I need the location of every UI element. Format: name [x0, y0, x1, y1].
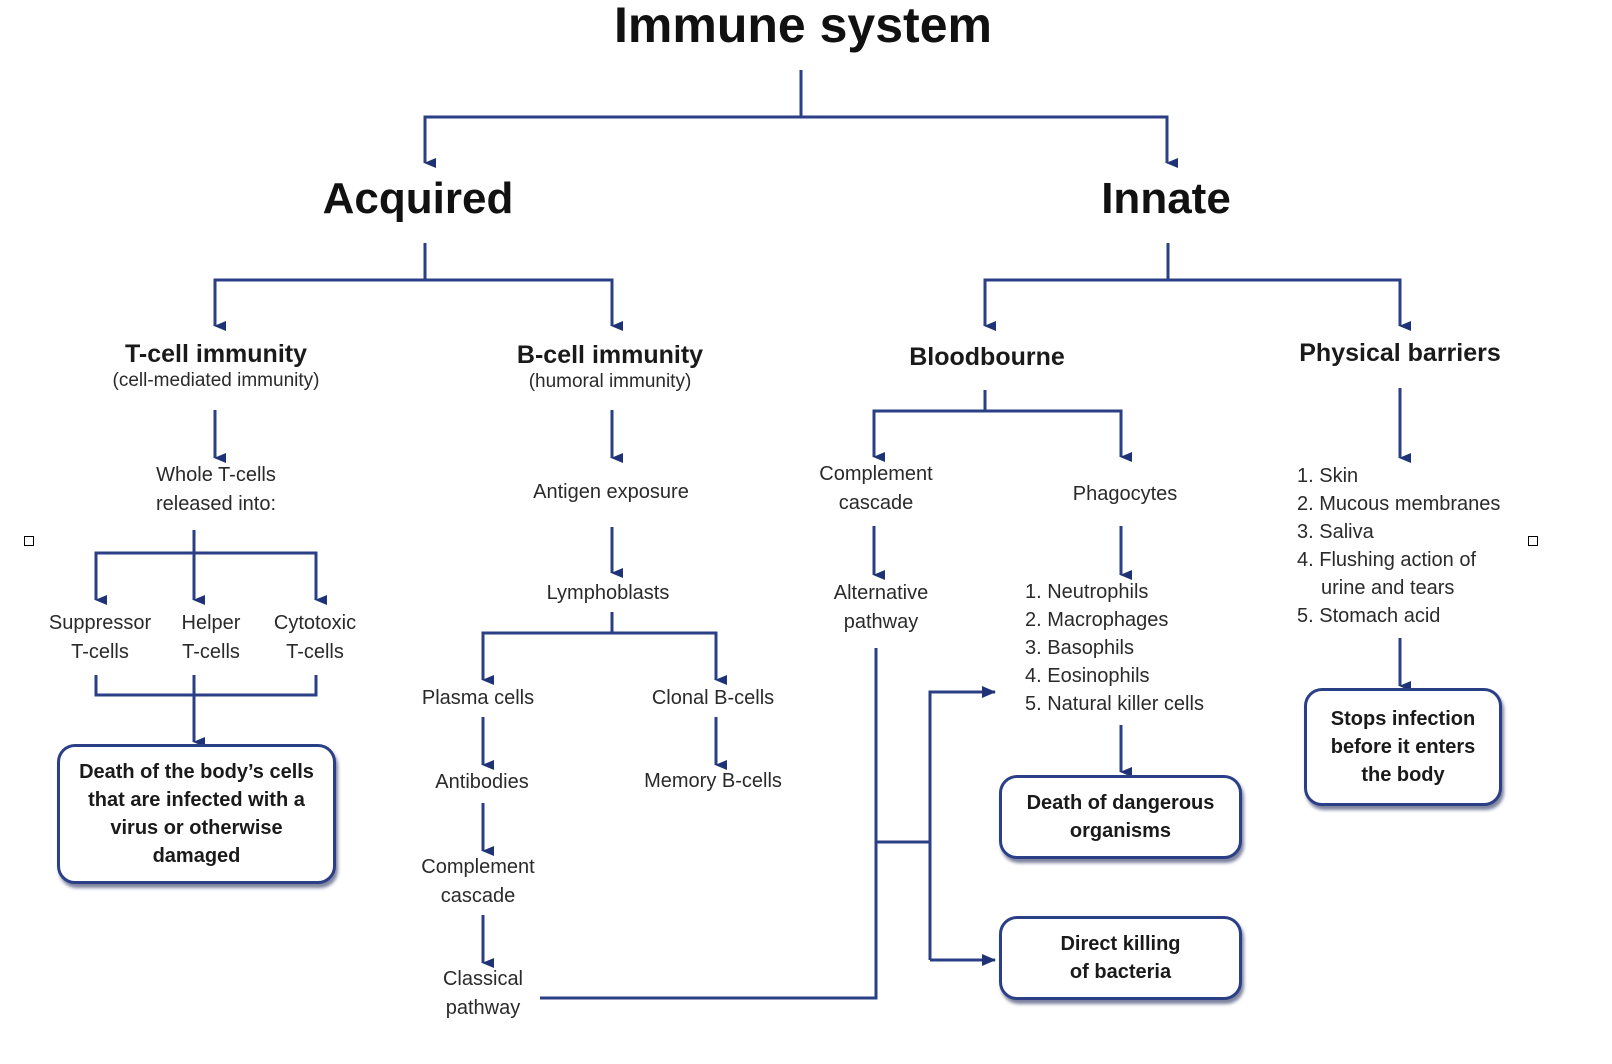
stops-infection-box: Stops infection before it enters the bod…: [1304, 688, 1502, 806]
clonal-bcells: Clonal B-cells: [651, 687, 775, 709]
list-item: 5. Stomach acid: [1297, 605, 1441, 627]
direct-killing-box: Direct killing of bacteria: [999, 916, 1242, 1000]
helper-line1: Helper: [181, 612, 241, 634]
phagocytes: Phagocytes: [1072, 483, 1178, 505]
list-item: 2. Macrophages: [1025, 609, 1169, 631]
tcell-title: T-cell immunity: [125, 340, 307, 368]
connector-acquired-tcell: [213, 243, 427, 331]
innate-heading: Innate: [1101, 174, 1231, 223]
list-item: 5. Natural killer cells: [1025, 693, 1204, 715]
released-line1: Whole T-cells: [156, 464, 276, 486]
innate-complement-line2: cascade: [838, 492, 914, 514]
list-item: 4. Flushing action of: [1297, 549, 1476, 571]
released-line2: released into:: [155, 493, 277, 515]
alternative-line1: Alternative: [833, 582, 929, 604]
connector-root: [423, 70, 803, 168]
phagocyte-list: 1. Neutrophils 2. Macrophages 3. Basophi…: [1025, 578, 1204, 718]
arrow-merge-phagocytes: [928, 686, 996, 960]
helper-tcells: Helper T-cells: [182, 609, 241, 667]
cytotoxic-tcells: Cytotoxic T-cells: [274, 609, 356, 667]
cytotoxic-line1: Cytotoxic: [273, 612, 357, 634]
connector-lymphoblasts-split: [481, 612, 614, 685]
resize-handle-right[interactable]: [1528, 536, 1538, 546]
tcell-outcome-line4: damaged: [152, 845, 241, 867]
bcell-complement-line2: cascade: [440, 885, 516, 907]
connector-lymphoblasts-clonal: [612, 631, 727, 685]
list-item: 3. Basophils: [1025, 637, 1134, 659]
lymphoblasts: Lymphoblasts: [546, 582, 670, 604]
connector-innate-blood: [983, 243, 1170, 331]
cytotoxic-line2: T-cells: [286, 641, 344, 663]
innate-complement-line1: Complement: [819, 463, 933, 485]
bacteria-line2: of bacteria: [1069, 961, 1172, 983]
list-item: 2. Mucous membranes: [1297, 493, 1501, 515]
bcell-complement-line1: Complement: [421, 856, 535, 878]
classical-line2: pathway: [445, 997, 521, 1019]
stops-line2: before it enters: [1330, 736, 1476, 758]
stops-line3: the body: [1361, 764, 1445, 786]
suppressor-tcells: Suppressor T-cells: [49, 609, 151, 667]
tcell-outcome-line1: Death of the body’s cells: [79, 761, 314, 783]
connector-cytotoxic: [194, 551, 327, 605]
suppressor-line2: T-cells: [71, 641, 129, 663]
bloodbourne-title: Bloodbourne: [909, 343, 1065, 371]
resize-handle-left[interactable]: [24, 536, 34, 546]
acquired-heading: Acquired: [322, 174, 514, 223]
antibodies: Antibodies: [435, 771, 529, 793]
memory-bcells: Memory B-cells: [644, 770, 782, 792]
connector-innate-physical: [1168, 278, 1411, 331]
antigen-exposure: Antigen exposure: [533, 481, 689, 503]
bcell-title: B-cell immunity: [516, 341, 704, 369]
dangerous-line1: Death of dangerous: [1026, 792, 1215, 814]
connector-classical-to-merge: [540, 648, 878, 1000]
stops-line1: Stops infection: [1330, 708, 1476, 730]
connector-suppressor: [94, 551, 194, 605]
connector-blood-phagocytes: [985, 409, 1132, 462]
tcell-node: T-cell immunity (cell-mediated immunity): [113, 339, 320, 394]
tcell-outcome-line3: virus or otherwise: [110, 817, 283, 839]
alternative-line2: pathway: [843, 611, 919, 633]
innate-complement-cascade: Complement cascade: [819, 460, 932, 518]
bcell-subtitle: (humoral immunity): [528, 371, 692, 392]
suppressor-line1: Suppressor: [48, 612, 152, 634]
connector-root-innate: [801, 115, 1178, 168]
dangerous-organisms-box: Death of dangerous organisms: [999, 775, 1242, 859]
physical-barriers-list: 1. Skin 2. Mucous membranes 3. Saliva 4.…: [1297, 462, 1500, 630]
dangerous-line2: organisms: [1069, 820, 1172, 842]
list-item: 3. Saliva: [1297, 521, 1374, 543]
list-item-continuation: urine and tears: [1321, 577, 1455, 599]
list-item: 4. Eosinophils: [1025, 665, 1150, 687]
connector-acquired-bcell: [425, 278, 623, 331]
physical-barriers-title: Physical barriers: [1299, 339, 1501, 367]
list-item: 1. Neutrophils: [1025, 581, 1149, 603]
alternative-pathway: Alternative pathway: [834, 579, 929, 637]
classical-pathway: Classical pathway: [443, 965, 523, 1023]
connector-tcells-join: [94, 675, 318, 697]
list-item: 1. Skin: [1297, 465, 1359, 487]
bacteria-line1: Direct killing: [1060, 933, 1181, 955]
tcell-outcome-box: Death of the body’s cells that are infec…: [57, 744, 336, 884]
classical-line1: Classical: [442, 968, 524, 990]
helper-line2: T-cells: [182, 641, 240, 663]
diagram-title: Immune system: [614, 0, 992, 53]
tcell-outcome-line2: that are infected with a: [88, 789, 305, 811]
tcell-subtitle: (cell-mediated immunity): [112, 370, 320, 391]
bcell-complement-cascade: Complement cascade: [421, 853, 534, 911]
connector-blood-split: [872, 390, 987, 462]
plasma-cells: Plasma cells: [421, 687, 535, 709]
bcell-node: B-cell immunity (humoral immunity): [517, 340, 703, 395]
released-node: Whole T-cells released into:: [156, 461, 276, 519]
